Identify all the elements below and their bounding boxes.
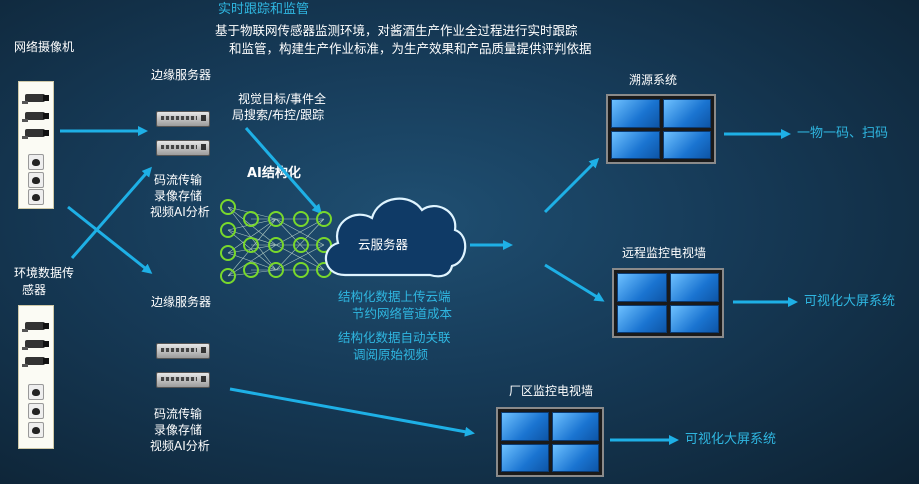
cloud-note-2-line-2: 调阅原始视频 [353, 347, 429, 362]
server-icon [156, 140, 210, 156]
cloud-server-label: 云服务器 [358, 237, 409, 252]
bullet-camera-icon [21, 336, 51, 350]
diagram-title: 实时跟踪和监管 [218, 2, 310, 17]
input-arrows [60, 126, 153, 274]
edge-top-caption-1: 码流传输 [154, 173, 203, 187]
server-icon [156, 111, 210, 127]
camera-device-panel [18, 81, 54, 209]
arrow-camera-to-edge-bottom [67, 205, 153, 274]
intro-text: 基于物联网传感器监测环境，对酱酒生产作业全过程进行实时跟踪 和监管，构建生产作业… [215, 22, 695, 58]
bullet-camera-icon [21, 318, 51, 332]
dome-camera-icon [28, 384, 44, 400]
search-text-line-2: 局搜索/布控/跟踪 [232, 108, 325, 122]
bullet-camera-icon [21, 108, 51, 122]
sensor-label-line-1: 环境数据传 [14, 266, 75, 280]
cloud-note-2-line-1: 结构化数据自动关联 [338, 330, 451, 345]
bullet-camera-icon [21, 125, 51, 139]
dome-camera-icon [28, 403, 44, 419]
remote-wall-result: 可视化大屏系统 [804, 294, 896, 309]
traceability-label: 溯源系统 [629, 73, 678, 87]
traceability-screen-wall-icon [606, 94, 716, 164]
cloud-server-icon [324, 197, 467, 278]
arrow-to-traceability [543, 157, 600, 214]
traceability-result: 一物一码、扫码 [797, 126, 889, 141]
remote-screen-wall-icon [612, 268, 724, 338]
arrow-sensor-to-edge-top [70, 166, 152, 259]
dome-camera-icon [28, 189, 44, 205]
edge-bottom-caption-2: 录像存储 [154, 423, 203, 437]
server-icon [156, 372, 210, 388]
factory-screen-wall-icon [496, 407, 604, 477]
factory-wall-label: 厂区监控电视墙 [509, 384, 594, 398]
search-text-line-1: 视觉目标/事件全 [238, 92, 327, 106]
camera-label: 网络摄像机 [14, 40, 75, 54]
sensor-label-line-2: 感器 [22, 283, 47, 297]
neural-network-icon [220, 199, 332, 284]
factory-wall-result: 可视化大屏系统 [685, 432, 777, 447]
dome-camera-icon [28, 154, 44, 170]
intro-line-1: 基于物联网传感器监测环境，对酱酒生产作业全过程进行实时跟踪 [215, 23, 578, 38]
bullet-camera-icon [21, 90, 51, 104]
sensor-device-panel [18, 305, 54, 449]
remote-wall-label: 远程监控电视墙 [622, 246, 707, 260]
bullet-camera-icon [21, 353, 51, 367]
edge-top-caption-3: 视频AI分析 [150, 205, 210, 219]
arrow-edge-bottom-to-factory-wall [229, 387, 475, 437]
edge-server-bottom-label: 边缘服务器 [151, 295, 212, 309]
arrow-edge-top-to-cloud [244, 127, 322, 215]
dome-camera-icon [28, 422, 44, 438]
arrow-to-remote-wall [544, 263, 605, 302]
edge-bottom-caption-3: 视频AI分析 [150, 439, 210, 453]
intro-line-2: 和监管，构建生产作业标准，为生产效果和产品质量提供评判依据 [229, 41, 592, 56]
server-icon [156, 343, 210, 359]
edge-bottom-caption-1: 码流传输 [154, 407, 203, 421]
cloud-note-1-line-1: 结构化数据上传云端 [338, 289, 451, 304]
cloud-note-1-line-2: 节约网络管道成本 [352, 306, 453, 321]
edge-top-caption-2: 录像存储 [154, 189, 203, 203]
dome-camera-icon [28, 172, 44, 188]
edge-server-top-label: 边缘服务器 [151, 68, 212, 82]
